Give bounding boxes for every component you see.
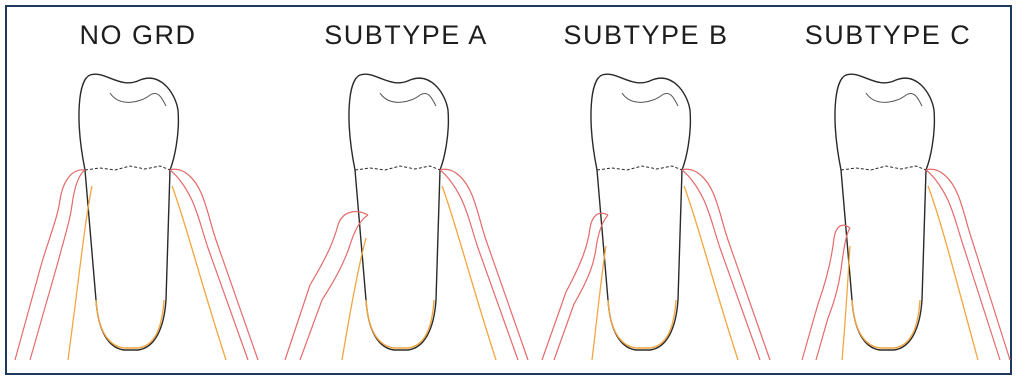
gingiva-outline xyxy=(926,169,1010,360)
gingiva-outline xyxy=(542,213,608,360)
tooth-icon xyxy=(835,74,934,350)
tooth-icon xyxy=(79,74,178,350)
bone-outline xyxy=(684,186,738,360)
tooth-subtype-b xyxy=(542,74,770,360)
bone-outline xyxy=(592,246,606,360)
tooth-subtype-a xyxy=(285,74,528,360)
gingiva-outline xyxy=(682,169,770,360)
bone-outline xyxy=(442,186,496,360)
tooth-no-grd xyxy=(15,74,258,360)
gingiva-outline xyxy=(440,169,528,360)
bone-outline xyxy=(842,246,850,360)
tooth-subtype-c xyxy=(802,74,1010,360)
gingiva-outline xyxy=(170,169,258,360)
tooth-icon xyxy=(349,74,448,350)
tooth-icon xyxy=(591,74,690,350)
gingiva-outline xyxy=(15,170,85,360)
gingiva-outline xyxy=(802,225,850,360)
bone-outline xyxy=(172,186,226,360)
